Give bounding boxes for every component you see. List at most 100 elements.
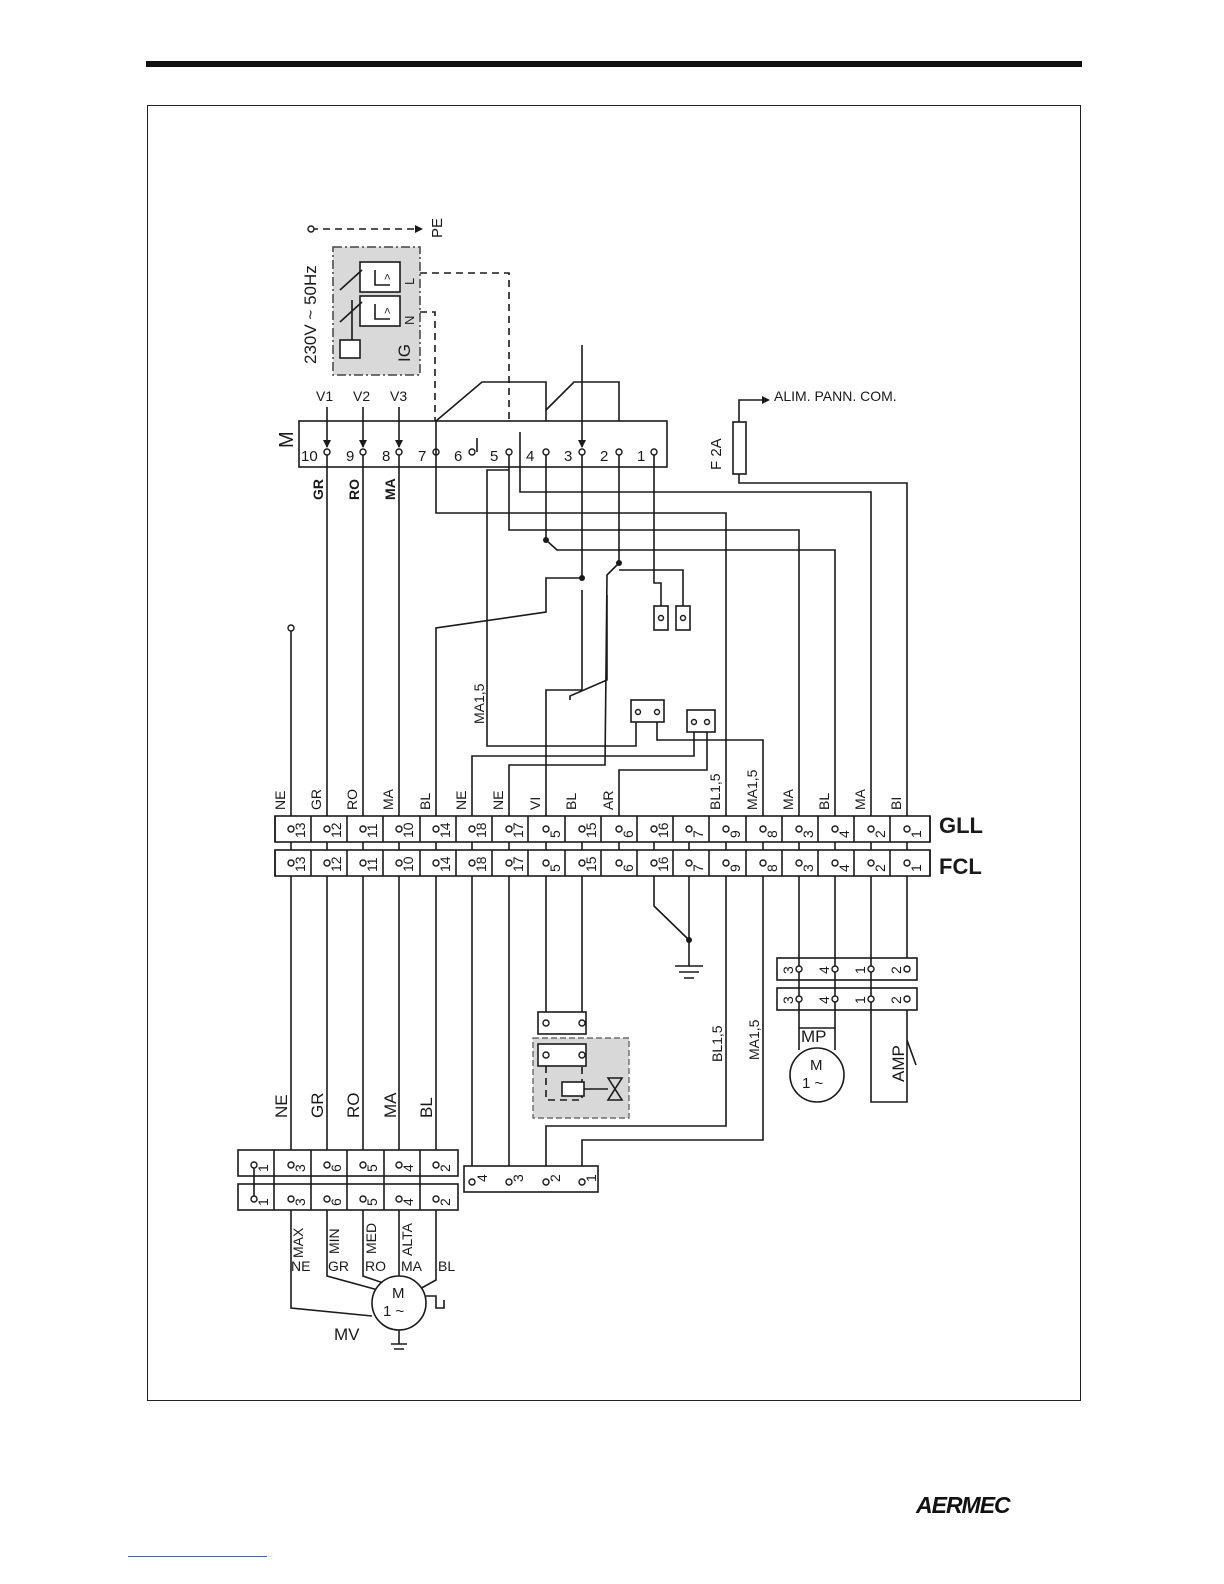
fuse-f2a: ALIM. PANN. COM. F 2A: [708, 388, 908, 820]
fcl-pin-4: 4: [836, 864, 852, 872]
mv-pin-6-b: 6: [328, 1198, 344, 1206]
gll-pin-9: 9: [727, 830, 743, 838]
mv-top-gr: GR: [308, 1093, 327, 1119]
m-wire-ro: RO: [346, 479, 362, 500]
gll-pin-17: 17: [510, 822, 526, 838]
mv-motor-phase: 1 ~: [383, 1303, 405, 1320]
header-rule: [146, 61, 1082, 67]
ground-symbol: [653, 876, 703, 979]
mv-pin-3: 3: [292, 1164, 308, 1172]
speed-min: MIN: [326, 1228, 342, 1254]
fcl-pin-5: 5: [547, 864, 563, 872]
m-pin-10-label: 10: [301, 448, 318, 465]
ig-terminal-l: L: [402, 278, 417, 285]
gll-pin-7: 7: [690, 830, 706, 838]
mv-bottom-ma: MA: [401, 1258, 423, 1274]
mv-pin-1: 1: [255, 1164, 271, 1172]
mv-pin-2: 2: [437, 1164, 453, 1172]
diagram-frame: [147, 105, 1081, 1401]
m-wire-gr: GR: [310, 479, 326, 500]
aux-terminal-block: 4 3 2 1 BL1,5 MA1,5: [463, 876, 764, 1193]
m-pin-2-label: 2: [600, 448, 608, 465]
ma15-vertical-label: MA1,5: [746, 1019, 762, 1060]
v2-label: V2: [353, 388, 370, 404]
gll-pin-2: 2: [872, 830, 888, 838]
gll-pin-13: 13: [292, 822, 308, 838]
v3-label: V3: [390, 388, 407, 404]
m-pin-4-label: 4: [526, 448, 534, 465]
mv-top-ro: RO: [344, 1093, 363, 1119]
amp-label: AMP: [889, 1045, 908, 1082]
mp-pump: 3 4 1 2 3 4 1 2 M 1 ~ MP AMP: [776, 876, 918, 1103]
gll-pin-16: 16: [655, 822, 671, 838]
mp-pin-3: 3: [780, 966, 796, 974]
alim-label: ALIM. PANN. COM.: [774, 388, 897, 404]
mv-pin-1-b: 1: [255, 1198, 271, 1206]
m-pin-1-label: 1: [637, 448, 645, 465]
gll-pin-4: 4: [836, 830, 852, 838]
mv-pin-4-b: 4: [400, 1198, 416, 1206]
aux-pin-3: 3: [510, 1174, 526, 1182]
fcl-pin-7: 7: [690, 864, 706, 872]
svg-text:>: >: [382, 308, 394, 314]
fcl-pin-2: 2: [872, 864, 888, 872]
gll-wire-color-6: NE: [490, 791, 506, 810]
m-pin-7-label: 7: [418, 448, 426, 465]
gll-wire-color-4: BL: [417, 793, 433, 810]
ig-terminal-n: N: [402, 316, 417, 325]
fcl-pin-9: 9: [727, 864, 743, 872]
gll-wire-color-9: AR: [600, 791, 616, 810]
gll-wire-color-17: BI: [888, 797, 904, 810]
gll-wire-color-7: VI: [527, 797, 543, 810]
fcl-pin-3: 3: [800, 864, 816, 872]
mv-bottom-ne: NE: [291, 1258, 310, 1274]
aux-pin-1: 1: [583, 1174, 599, 1182]
gll-pin-18: 18: [473, 822, 489, 838]
fcl-pin-12: 12: [328, 856, 344, 872]
gll-pin-10: 10: [400, 822, 416, 838]
mv-top-bl: BL: [417, 1097, 436, 1118]
mp-pin-2: 2: [888, 966, 904, 974]
speed-alta: ALTA: [399, 1222, 415, 1256]
mp-pin-4: 4: [816, 966, 832, 974]
mv-top-ma: MA: [381, 1092, 400, 1118]
gll-pin-12: 12: [328, 822, 344, 838]
gll-wire-color-1: GR: [308, 789, 324, 810]
mp-motor-m: M: [810, 1057, 823, 1074]
mp-motor-circle: [789, 1047, 845, 1103]
footer-link-underline: [128, 1556, 267, 1557]
mv-top-ne: NE: [272, 1094, 291, 1118]
fcl-pin-10: 10: [400, 856, 416, 872]
gll-pin-14: 14: [437, 822, 453, 838]
aermec-logo: AERMEC: [916, 1492, 1011, 1518]
gll-pin-8: 8: [764, 830, 780, 838]
fcl-pin-15: 15: [583, 856, 599, 872]
fcl-label: FCL: [939, 854, 982, 879]
mp-label: MP: [801, 1027, 827, 1046]
m-block-label: M: [276, 431, 298, 448]
aux-pin-2: 2: [547, 1174, 563, 1182]
fcl-pin-14: 14: [437, 856, 453, 872]
svg-text:>: >: [382, 274, 394, 280]
m-pin-6-label: 6: [454, 448, 462, 465]
fcl-strip: FCL: [274, 849, 982, 879]
m-pin-8-label: 8: [382, 448, 390, 465]
ig-switch: PE > > L N IG 230V ~ 50Hz: [301, 218, 510, 440]
mv-pin-4: 4: [400, 1164, 416, 1172]
gll-wire-color-14: MA: [780, 788, 796, 810]
gll-label: GLL: [939, 813, 983, 838]
speed-med: MED: [363, 1223, 379, 1254]
power-supply-label: 230V ~ 50Hz: [301, 265, 320, 364]
aux-pin-4: 4: [474, 1174, 490, 1182]
gll-pin-5: 5: [547, 830, 563, 838]
gll-wire-color-5: NE: [453, 791, 469, 810]
m-pin-3-label: 3: [564, 448, 572, 465]
mv-motor-m: M: [392, 1285, 405, 1302]
gll-wire-color-2: RO: [344, 789, 360, 810]
mv-pin-5-b: 5: [364, 1198, 380, 1206]
gll-wire-color-8: BL: [563, 793, 579, 810]
fcl-pin-11: 11: [364, 857, 380, 872]
m-pin-9-label: 9: [346, 448, 354, 465]
